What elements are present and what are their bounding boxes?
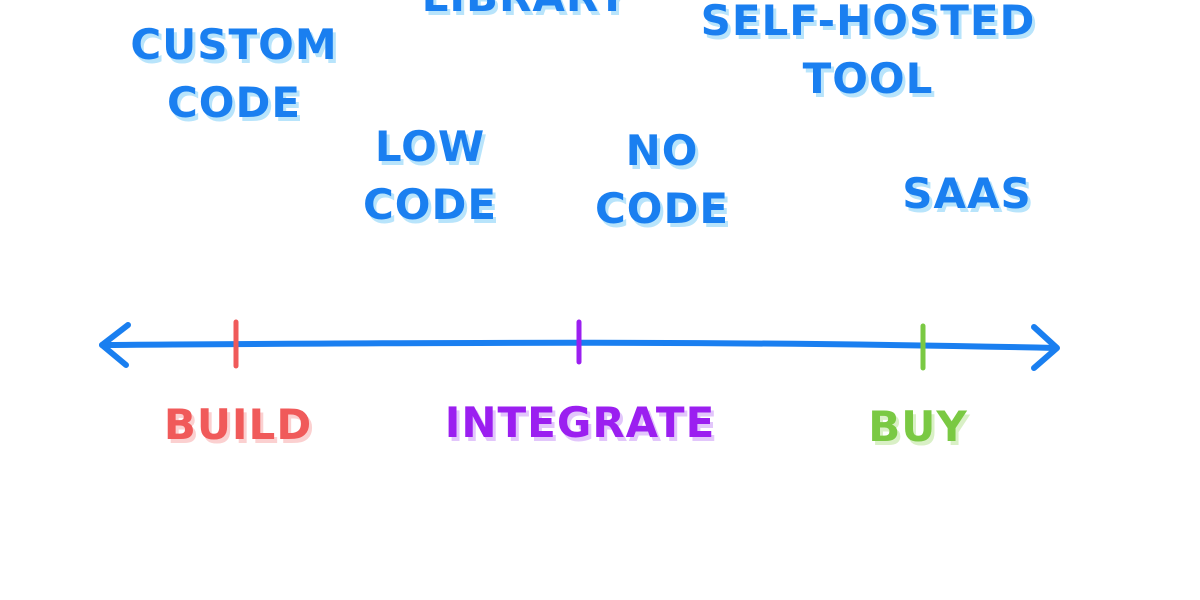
option-saas: SAAS [902,165,1032,223]
option-line: LIBRARY [422,0,629,26]
option-line: CODE [594,184,730,233]
label-build: BUILD [163,400,313,449]
option-line: NO [625,126,699,175]
option-custom-code: CUSTOM CODE [130,16,337,132]
label-buy: BUY [868,402,968,451]
option-line: CUSTOM [130,20,338,69]
label-integrate: INTEGRATE [444,398,716,447]
option-library: LIBRARY [422,0,629,26]
option-low-code: LOW CODE [363,118,497,234]
option-line: SELF-HOSTED [700,0,1036,45]
option-line: CODE [166,78,302,127]
option-line: SAAS [902,169,1032,218]
left-arrowhead [99,322,131,368]
right-arrowhead [1031,324,1060,371]
option-no-code: NO CODE [595,122,729,238]
option-line: TOOL [802,54,934,103]
option-line: LOW [374,122,486,171]
axis-line [99,339,1059,351]
option-self-hosted-tool: SELF-HOSTED TOOL [701,0,1036,108]
option-line: CODE [362,180,498,229]
